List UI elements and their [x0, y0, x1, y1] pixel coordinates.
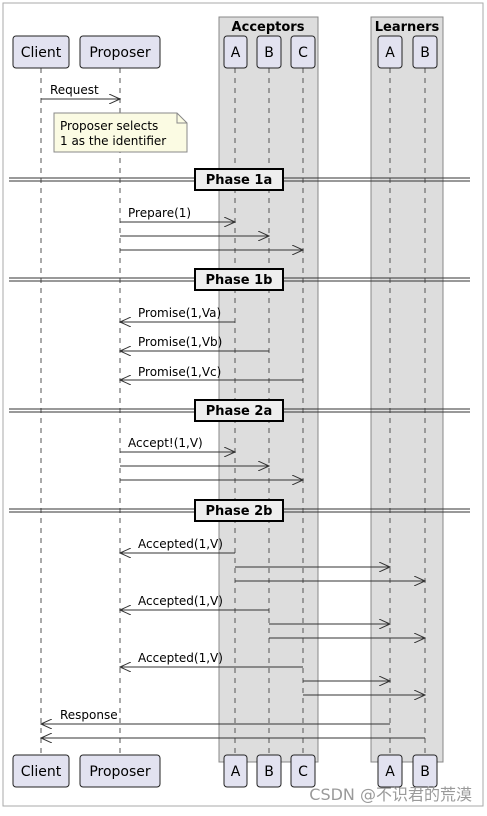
message-accepted-a-label: Accepted(1,V) — [138, 537, 223, 551]
participant-learner-a-label-bottom: A — [385, 764, 395, 780]
message-prepare-label: Prepare(1) — [128, 206, 191, 220]
watermark: CSDN @不识君的荒漠 — [309, 785, 472, 804]
message-accept: Accept!(1,V) — [120, 436, 303, 480]
message-accepted-b: Accepted(1,V) — [120, 594, 425, 638]
participant-proposer-label-bottom: Proposer — [89, 764, 151, 780]
learners-group: Learners — [370, 16, 444, 763]
participant-acceptor-b-bottom: B — [256, 754, 282, 788]
participant-acceptor-b-top: B — [256, 35, 282, 69]
message-promise-c-label: Promise(1,Vc) — [138, 365, 221, 379]
participant-learner-b-label: B — [420, 45, 430, 61]
message-accept-label: Accept!(1,V) — [128, 436, 203, 450]
message-promise-c: Promise(1,Vc) — [120, 365, 303, 380]
note-line-1: Proposer selects — [60, 119, 158, 133]
participant-acceptor-b-label-bottom: B — [264, 764, 274, 780]
divider-phase-1b-label: Phase 1b — [206, 273, 273, 288]
participant-acceptor-a-label: A — [231, 45, 241, 61]
participant-learner-a-label: A — [385, 45, 395, 61]
message-prepare: Prepare(1) — [120, 206, 303, 250]
note: Proposer selects 1 as the identifier — [53, 112, 188, 153]
participant-acceptor-a-top: A — [223, 35, 248, 69]
participant-learner-b-label-bottom: B — [420, 764, 430, 780]
message-accepted-c: Accepted(1,V) — [120, 651, 425, 695]
participant-client-bottom: Client — [12, 754, 70, 788]
message-promise-a: Promise(1,Va) — [120, 306, 235, 322]
message-request: Request — [41, 83, 120, 99]
message-promise-b-label: Promise(1,Vb) — [138, 335, 222, 349]
participant-acceptor-c-label-bottom: C — [298, 764, 308, 780]
message-response-label: Response — [60, 708, 118, 722]
participant-acceptor-a-bottom: A — [223, 754, 248, 788]
divider-phase-2a: Phase 2a — [9, 399, 470, 422]
divider-phase-2b-label: Phase 2b — [206, 504, 273, 519]
participant-acceptor-b-label: B — [264, 45, 274, 61]
message-promise-a-label: Promise(1,Va) — [138, 306, 221, 320]
participant-acceptor-a-label-bottom: A — [231, 764, 241, 780]
learners-group-label: Learners — [375, 20, 440, 35]
divider-phase-1a: Phase 1a — [9, 168, 470, 191]
participant-client-label: Client — [21, 45, 62, 61]
divider-phase-1b: Phase 1b — [9, 268, 470, 291]
participant-learner-a-bottom: A — [377, 754, 403, 788]
acceptors-group-label: Acceptors — [232, 20, 305, 35]
divider-phase-1a-label: Phase 1a — [206, 173, 272, 188]
participant-proposer-label: Proposer — [89, 45, 151, 61]
message-response: Response — [41, 708, 425, 738]
divider-phase-2a-label: Phase 2a — [206, 404, 272, 419]
participant-proposer-bottom: Proposer — [79, 754, 161, 788]
participant-learner-b-top: B — [412, 35, 438, 69]
message-request-label: Request — [50, 83, 99, 97]
message-accepted-c-label: Accepted(1,V) — [138, 651, 223, 665]
participant-acceptor-c-label: C — [298, 45, 308, 61]
participant-client-label-bottom: Client — [21, 764, 62, 780]
divider-phase-2b: Phase 2b — [9, 499, 470, 522]
message-accepted-a: Accepted(1,V) — [120, 537, 425, 581]
participant-proposer-top: Proposer — [79, 35, 161, 69]
note-line-2: 1 as the identifier — [60, 134, 166, 148]
message-accepted-b-label: Accepted(1,V) — [138, 594, 223, 608]
participant-client-top: Client — [12, 35, 70, 69]
participant-acceptor-c-bottom: C — [290, 754, 316, 788]
participant-learner-a-top: A — [377, 35, 403, 69]
participant-acceptor-c-top: C — [290, 35, 316, 69]
participant-learner-b-bottom: B — [412, 754, 438, 788]
message-promise-b: Promise(1,Vb) — [120, 335, 269, 351]
